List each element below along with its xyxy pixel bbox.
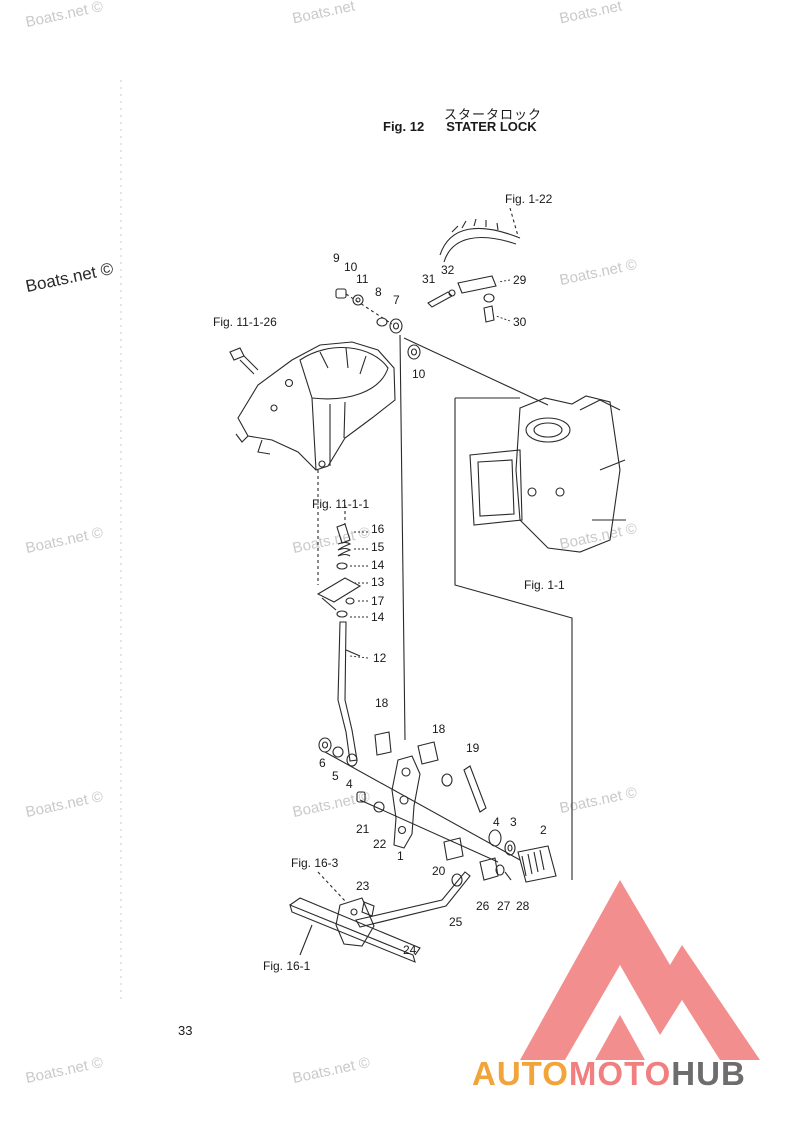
ref-fig-16-3: Fig. 16-3: [291, 856, 339, 870]
lever-plate: [391, 755, 421, 849]
ref-fig-1-1: Fig. 1-1: [524, 578, 565, 592]
rod-24: [355, 871, 471, 928]
logo-word-hub: HUB: [671, 1055, 746, 1092]
link-hardware-right: [427, 275, 497, 323]
bolt: [229, 347, 245, 361]
callout-4b: 4: [493, 815, 500, 829]
callout-18b: 18: [432, 722, 446, 736]
callout-31: 31: [422, 272, 436, 286]
page-number: 33: [178, 1023, 193, 1038]
callout-29: 29: [513, 273, 527, 287]
callout-3: 3: [510, 815, 517, 829]
clip: [417, 741, 439, 765]
callout-9: 9: [333, 251, 340, 265]
callout-16: 16: [371, 522, 385, 536]
callout-7: 7: [393, 293, 400, 307]
callout-21: 21: [356, 822, 370, 836]
callout-2: 2: [540, 823, 547, 837]
logo-word-moto: MOTO: [568, 1055, 672, 1092]
callout-18: 18: [375, 696, 389, 710]
callout-6: 6: [319, 756, 326, 770]
callout-24: 24: [403, 943, 417, 957]
page-title: Fig. 12 STATER LOCK: [383, 119, 537, 134]
callout-20: 20: [432, 864, 446, 878]
callout-19: 19: [466, 741, 480, 755]
bracket-housing: [235, 341, 396, 471]
title-japanese: スタータロック: [444, 108, 543, 123]
callout-13: 13: [371, 575, 385, 589]
callout-5: 5: [332, 769, 339, 783]
ref-fig-16-1: Fig. 16-1: [263, 959, 311, 973]
ref-fig-11-1-26: Fig. 11-1-26: [213, 315, 277, 329]
callout-14: 14: [371, 558, 385, 572]
ref-fig-1-22: Fig. 1-22: [505, 192, 553, 206]
callout-11: 11: [356, 272, 369, 286]
rod-12: [337, 621, 361, 762]
callout-1: 1: [397, 849, 404, 863]
callout-28: 28: [516, 899, 530, 913]
callout-17: 17: [371, 594, 385, 608]
callout-10: 10: [344, 260, 358, 274]
callout-10b: 10: [412, 367, 426, 381]
lever-arm-fig-16: [289, 897, 421, 963]
engine-block-fig-1-1: [469, 395, 626, 553]
link-19: [463, 765, 487, 813]
automotohub-wordmark: AUTOMOTOHUB: [472, 1055, 746, 1093]
callout-15: 15: [371, 540, 385, 554]
callout-22: 22: [373, 837, 387, 851]
callout-25: 25: [449, 915, 463, 929]
clip: [374, 731, 392, 756]
link-hardware-top: [335, 288, 421, 360]
callout-30: 30: [513, 315, 527, 329]
callout-27: 27: [497, 899, 511, 913]
callout-14b: 14: [371, 610, 385, 624]
automotohub-logo-icon: [520, 880, 760, 1060]
bolt-20: [443, 837, 464, 861]
fig-title: STATER LOCK: [446, 119, 537, 134]
callout-32: 32: [441, 263, 455, 277]
ref-fig-11-1-1: Fig. 11-1-1: [312, 497, 369, 511]
housing-fig-1-22: [439, 227, 521, 256]
fig-number: Fig. 12: [383, 119, 425, 134]
logo-word-auto: AUTO: [472, 1055, 569, 1092]
callout-26: 26: [476, 899, 490, 913]
spring-assembly: [316, 470, 362, 618]
callout-8: 8: [375, 285, 382, 299]
callout-12: 12: [373, 651, 387, 665]
callout-4: 4: [346, 777, 353, 791]
callout-23: 23: [356, 879, 370, 893]
pin-2: [488, 829, 557, 883]
